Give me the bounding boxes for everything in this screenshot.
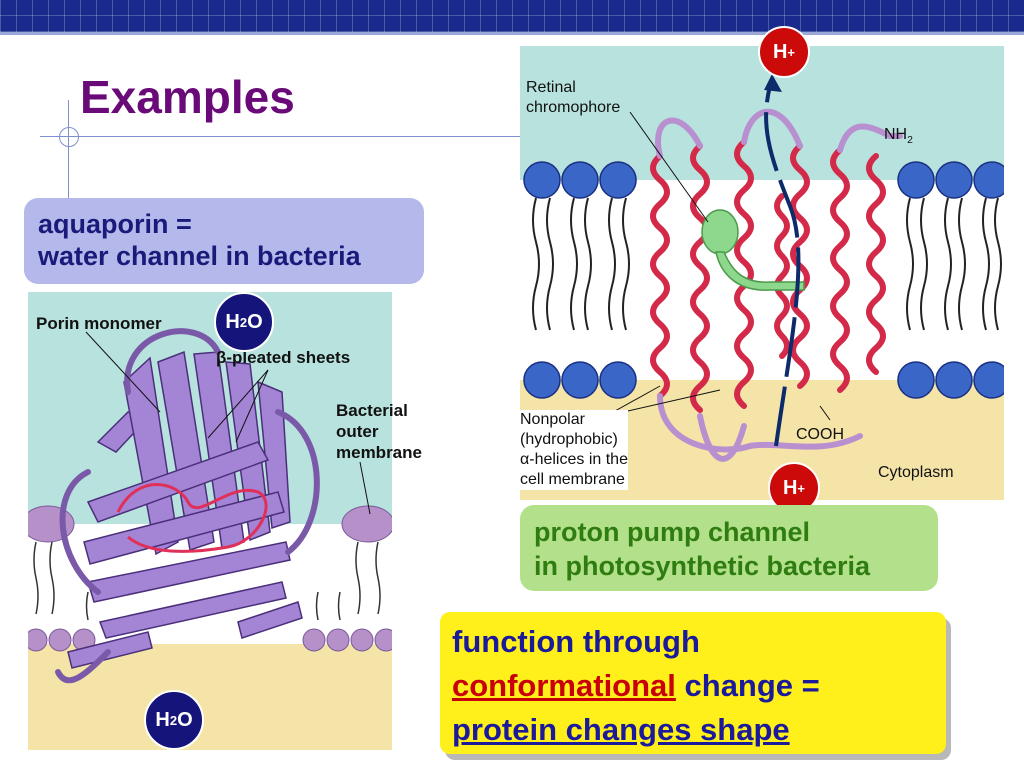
lipid-heads [21, 505, 398, 652]
porin-monomer-label: Porin monomer [36, 314, 162, 333]
aquaporin-line-1: aquaporin = [38, 209, 192, 239]
nh2-main: NH [884, 126, 908, 143]
proton-pump-callout: proton pump channel in photosynthetic ba… [520, 505, 938, 591]
water-bottom-sub: 2 [169, 712, 178, 728]
aquaporin-callout: aquaporin = water channel in bacteria [24, 198, 424, 284]
nonpolar-line-3: α-helices in the [520, 450, 628, 470]
function-line-2-rest: change = [675, 668, 820, 703]
proton-top-plus: + [787, 44, 796, 60]
nonpolar-label: Nonpolar (hydrophobic) α-helices in the … [520, 410, 628, 490]
top-banner [0, 0, 1024, 32]
retinal-chromophore [701, 209, 805, 291]
guide-line-horizontal [40, 136, 530, 137]
connecting-loops [655, 108, 903, 462]
porin-loops [55, 328, 320, 684]
function-line-1: function through [452, 624, 700, 659]
proton-ion-top: H+ [758, 26, 810, 78]
nh2-label: NH2 [884, 126, 913, 146]
membrane-tails [532, 197, 1002, 331]
cytoplasm-label: Cytoplasm [878, 464, 954, 481]
retinal-line-1: Retinal [526, 79, 576, 96]
beta-symbol: β [216, 348, 227, 367]
function-line-3: protein changes shape [452, 712, 790, 747]
retinal-line-2: chromophore [526, 99, 621, 116]
water-bottom-h: H [155, 708, 170, 731]
alpha-symbol: α [520, 451, 530, 468]
top-banner-rule [0, 32, 1024, 35]
proton-pump-figure: Retinal chromophore NH2 Nonpolar (hydrop… [520, 46, 1011, 500]
nonpolar-line-1: Nonpolar [520, 411, 585, 428]
proton-path-arrowhead [764, 74, 782, 92]
guide-line-vertical [68, 100, 69, 210]
outer-membrane-line-3: membrane [336, 443, 422, 462]
proton-bottom-plus: + [797, 480, 806, 496]
water-top-h: H [225, 310, 240, 333]
beta-sheets-label: β-pleated sheets [216, 348, 350, 368]
slide-title: Examples [80, 71, 295, 123]
proton-top-h: H [772, 40, 788, 63]
porin-red-loop [116, 483, 268, 553]
nonpolar-line-3-rest: -helices in the [529, 451, 628, 468]
outer-membrane-line-1: Bacterial [336, 401, 408, 420]
lipid-tails [33, 541, 381, 621]
nonpolar-line-4: cell membrane [520, 471, 625, 488]
nh2-sub: 2 [907, 135, 913, 147]
outer-membrane-line-2: outer [336, 422, 379, 441]
porin-illustration [21, 292, 398, 750]
aquaporin-line-2: water channel in bacteria [38, 241, 361, 271]
water-top-o: O [247, 310, 263, 333]
proton-bottom-h: H [782, 476, 798, 499]
porin-figure: Porin monomer β-pleated sheets Bacterial… [21, 292, 422, 750]
function-line-2: conformational change = [452, 664, 934, 708]
proton-path [764, 85, 801, 447]
water-bottom-o: O [177, 708, 193, 731]
cooh-label: COOH [796, 426, 844, 443]
proton-line-2: in photosynthetic bacteria [534, 551, 871, 581]
beta-sheets-text: -pleated sheets [226, 348, 351, 367]
function-callout: function through conformational change =… [440, 612, 946, 754]
proton-line-1: proton pump channel [534, 517, 810, 547]
conformational-highlight: conformational [452, 668, 676, 703]
nonpolar-line-2: (hydrophobic) [520, 431, 618, 448]
proton-pump-illustration [520, 46, 1011, 500]
guide-circle [59, 127, 79, 147]
membrane-heads [523, 161, 1011, 399]
retinal-label: Retinal chromophore [526, 78, 620, 118]
alpha-helices [650, 139, 886, 413]
outer-membrane-label: Bacterial outer membrane [336, 400, 422, 463]
water-top-sub: 2 [239, 314, 248, 330]
porin-beta-strands [67, 350, 303, 669]
